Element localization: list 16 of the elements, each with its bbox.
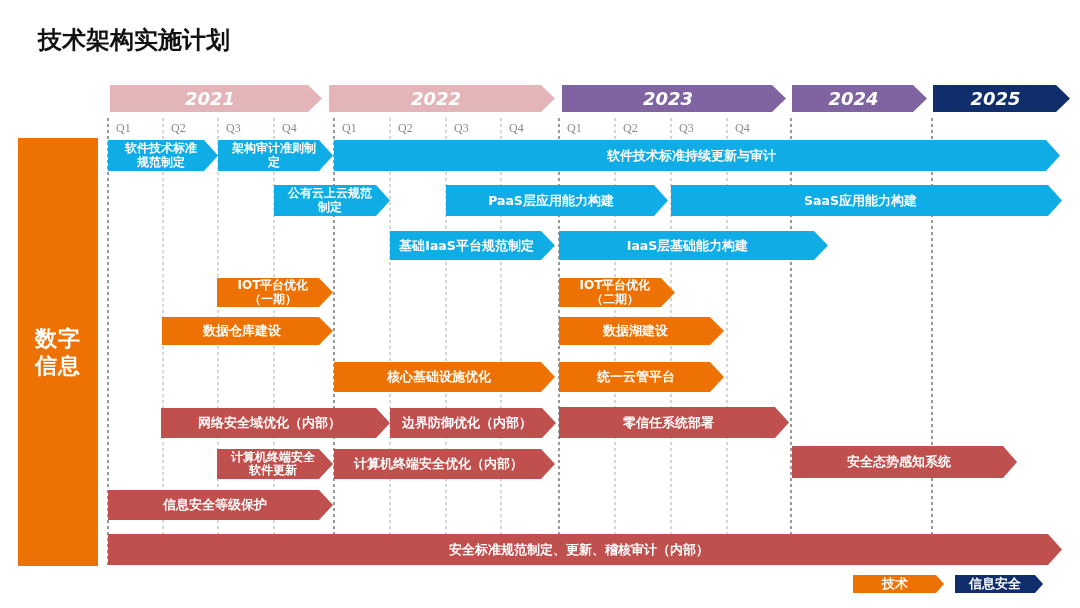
quarter-label: Q4: [735, 121, 750, 136]
quarter-label: Q4: [282, 121, 297, 136]
quarter-label: Q3: [679, 121, 694, 136]
legend-swatch: 信息安全: [955, 575, 1043, 593]
category-box: 数字信息: [18, 138, 98, 566]
title: 技术架构实施计划: [38, 25, 230, 56]
quarter-label: Q4: [509, 121, 524, 136]
quarter-label: Q1: [342, 121, 357, 136]
quarter-label: Q3: [454, 121, 469, 136]
legend-swatch: 技术: [853, 575, 944, 593]
quarter-label: Q3: [226, 121, 241, 136]
quarter-label: Q1: [116, 121, 131, 136]
quarter-label: Q2: [171, 121, 186, 136]
quarter-label: Q2: [398, 121, 413, 136]
quarter-label: Q1: [567, 121, 582, 136]
quarter-label: Q2: [623, 121, 638, 136]
